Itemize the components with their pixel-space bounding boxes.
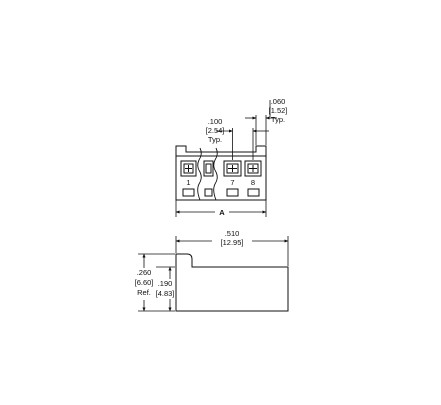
pin-label-8: 8: [251, 178, 255, 187]
side-dim-label: .060: [271, 97, 286, 106]
body-dim-metric-label: [4.83]: [156, 289, 175, 298]
side-note-label: Typ.: [271, 115, 285, 124]
cavity-partial: [203, 160, 214, 197]
height-dim-label: .260: [137, 268, 152, 277]
pin-label-7: 7: [230, 178, 234, 187]
break-symbol: [197, 147, 202, 201]
side-dim-metric-label: [1.52]: [269, 106, 288, 115]
cavity-7: [223, 160, 242, 197]
height-dim-metric-label: [6.60]: [135, 278, 154, 287]
length-dim-label: .510: [225, 229, 240, 238]
side-view: [138, 236, 289, 312]
front-housing-outline: [175, 145, 267, 201]
width-a-label: A: [219, 208, 225, 217]
break-symbol-2: [213, 147, 218, 201]
width-a-dimension: [175, 200, 267, 217]
body-dimension: [156, 266, 175, 312]
pitch-note-label: Typ.: [208, 135, 222, 144]
pitch-dim-label: .100: [208, 117, 223, 126]
pin-label-1: 1: [186, 178, 190, 187]
side-dimension: [245, 100, 277, 145]
length-dim-metric-label: [12.95]: [221, 238, 244, 247]
height-note-label: Ref.: [137, 288, 151, 297]
length-dimension: [175, 236, 289, 266]
side-body-outline: [175, 253, 289, 312]
body-dim-label: .190: [158, 279, 173, 288]
cavity-8: [244, 160, 262, 197]
cavity-1: [180, 160, 197, 197]
pitch-dim-metric-label: [2.54]: [206, 126, 225, 135]
front-view: [175, 100, 277, 217]
